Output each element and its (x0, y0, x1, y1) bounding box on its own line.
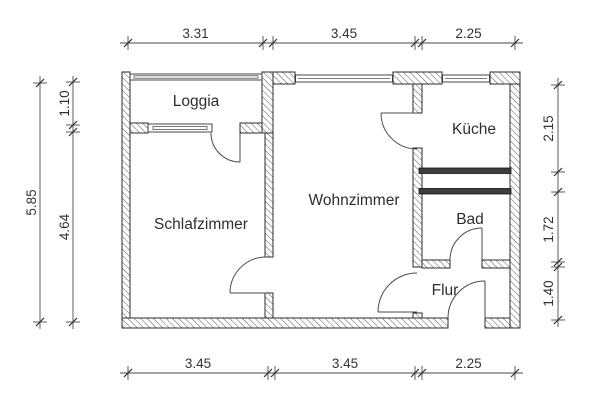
room-labels: Loggia Schlafzimmer Wohnzimmer Küche Bad… (154, 93, 496, 299)
dimension-chain-left-outer: 5.85 (24, 76, 47, 329)
door-loggia (210, 132, 241, 163)
dim-bottom-3: 2.25 (455, 356, 481, 371)
wall-wohnzimmer-bad (412, 147, 423, 268)
room-label-bad: Bad (456, 211, 484, 228)
doors (210, 112, 486, 319)
dim-top-3: 2.25 (455, 26, 481, 41)
room-label-loggia: Loggia (173, 93, 220, 110)
door-entrance (447, 280, 486, 319)
wall-top-exterior-b (392, 71, 443, 85)
walls (121, 71, 521, 329)
room-label-schlafzimmer: Schlafzimmer (154, 216, 248, 233)
dimension-chain-right: 2.15 1.72 1.40 (541, 78, 565, 327)
wall-left-exterior (121, 71, 131, 329)
wall-top-exterior-c (489, 71, 521, 85)
wall-bottom-exterior-left (121, 317, 449, 329)
wall-loggia-bottom-right (239, 122, 263, 134)
wall-loggia-wohnzimmer (261, 71, 274, 134)
wall-schlafzimmer-wohnzimmer-upper (264, 132, 274, 258)
windows (129, 73, 490, 133)
door-kueche (380, 112, 418, 150)
room-label-flur: Flur (432, 282, 459, 299)
shaft-bar-top (418, 167, 512, 174)
dim-left-outer: 5.85 (24, 189, 39, 215)
dim-top-2: 3.45 (331, 26, 357, 41)
door-schlafzimmer (229, 256, 267, 294)
dim-right-2: 1.72 (541, 216, 556, 242)
door-flur-wohnzimmer (377, 272, 418, 313)
dim-left-inner-top: 1.10 (57, 90, 72, 116)
dim-bottom-1: 3.45 (185, 356, 211, 371)
wall-right-exterior (509, 71, 521, 329)
shaft (418, 167, 512, 195)
dimension-chain-bottom: 3.45 3.45 2.25 (120, 356, 523, 380)
wall-wohnzimmer-kueche (412, 83, 423, 114)
schlafzimmer-window-inner (152, 126, 208, 131)
wall-loggia-bottom-left (129, 122, 149, 134)
room-label-kueche: Küche (452, 121, 496, 138)
wall-bad-flur-right (481, 259, 511, 269)
dim-left-inner-bottom: 4.64 (57, 213, 72, 240)
shaft-bar-bottom (418, 188, 512, 195)
dim-top-1: 3.31 (182, 26, 208, 41)
ticks-top (123, 36, 520, 50)
dimension-chain-top: 3.31 3.45 2.25 (120, 26, 523, 50)
dim-right-1: 2.15 (541, 115, 556, 141)
wall-wohnzimmer-flur-stub (412, 312, 423, 319)
wall-bad-flur-left (421, 259, 451, 269)
ticks-bottom (123, 366, 520, 380)
dimension-chain-left-inner: 1.10 4.64 (57, 76, 80, 329)
dim-right-3: 1.40 (541, 280, 556, 306)
dim-bottom-2: 3.45 (332, 356, 358, 371)
door-bad (449, 227, 483, 261)
room-label-wohnzimmer: Wohnzimmer (308, 192, 399, 209)
wall-schlafzimmer-wohnzimmer-lower (264, 292, 274, 319)
loggia-railing-window-inner (133, 75, 259, 79)
